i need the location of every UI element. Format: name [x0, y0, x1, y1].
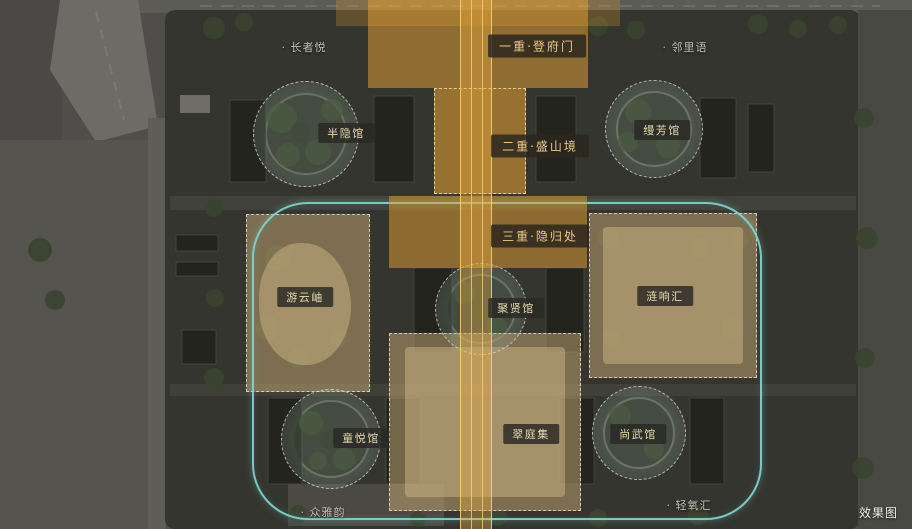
zone-cuitingji: [389, 333, 581, 511]
building-footprint: [405, 347, 565, 497]
axis-guide-line: [482, 0, 483, 529]
label-venue-cuitingji: 翠庭集: [503, 424, 559, 444]
label-axis-zone-3: 三重·隐归处: [491, 224, 589, 248]
label-venue-manfangguan: 缦芳馆: [634, 120, 690, 140]
label-poi-qingyanghui: · 轻氧汇: [666, 499, 712, 512]
watermark-label: 效果图: [858, 506, 898, 520]
label-poi-zhangzheyue: · 长者悦: [281, 41, 327, 54]
central-axis-corridor: [460, 0, 492, 529]
label-axis-zone-1: 一重·登府门: [488, 34, 586, 58]
label-venue-juxianguan: 聚贤馆: [488, 298, 544, 318]
label-venue-tongyueguan: 童悦馆: [333, 428, 389, 448]
label-venue-shangwuguan: 尚武馆: [610, 424, 666, 444]
label-venue-lianxianghui: 涟响汇: [637, 286, 693, 306]
label-venue-banyinguan: 半隐馆: [318, 123, 374, 143]
label-axis-zone-2: 二重·盛山境: [491, 134, 589, 158]
label-poi-zhongyayun: · 众雅韵: [300, 506, 346, 519]
axis-guide-line: [471, 0, 472, 529]
label-venue-youyunxiu: 游云岫: [277, 287, 333, 307]
label-poi-linliyu: · 邻里语: [662, 41, 708, 54]
